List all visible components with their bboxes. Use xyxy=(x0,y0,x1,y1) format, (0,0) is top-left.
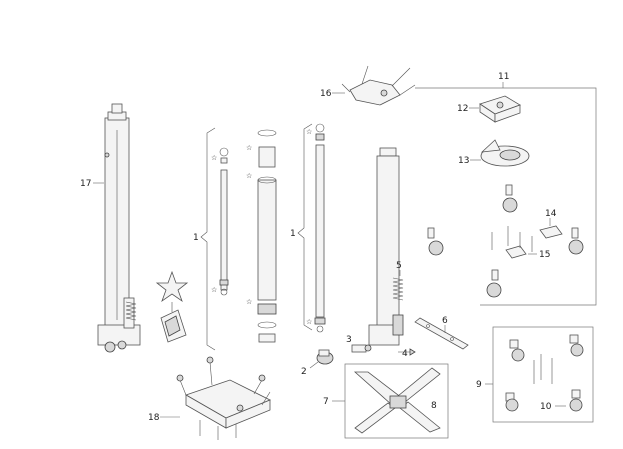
callout-16: 16 xyxy=(320,89,332,99)
bolt-pair xyxy=(533,354,553,384)
callout-5: 5 xyxy=(396,261,402,271)
callout-11: 11 xyxy=(498,72,509,82)
callout-2: 2 xyxy=(301,367,307,377)
box-11 xyxy=(415,87,597,306)
group-1-bracket-right xyxy=(297,123,313,331)
svg-text:☆: ☆ xyxy=(246,172,252,180)
part-6-bar xyxy=(414,317,469,350)
part-16-head xyxy=(341,65,416,106)
callout-17: 17 xyxy=(80,179,91,189)
callout-1a: 1 xyxy=(193,233,199,243)
caster-icon xyxy=(569,334,584,357)
caster-icon xyxy=(486,269,502,298)
svg-text:☆: ☆ xyxy=(211,154,217,162)
callout-8: 8 xyxy=(431,401,437,411)
callout-3: 3 xyxy=(346,335,352,345)
bracket-plate xyxy=(160,302,187,343)
callout-14: 14 xyxy=(545,209,557,219)
callout-4: 4 xyxy=(402,349,408,359)
svg-text:☆: ☆ xyxy=(211,286,217,294)
svg-text:☆: ☆ xyxy=(246,298,252,306)
svg-text:☆: ☆ xyxy=(306,318,312,326)
svg-text:☆: ☆ xyxy=(246,144,252,152)
thin-rod-right: ☆ ☆ xyxy=(306,123,326,333)
callout-18: 18 xyxy=(148,413,160,423)
caster-icon xyxy=(505,392,519,412)
callout-9: 9 xyxy=(476,380,482,390)
group-1-bracket-left xyxy=(200,127,216,351)
svg-text:☆: ☆ xyxy=(306,128,312,136)
part-13-mount xyxy=(480,139,530,167)
callout-10: 10 xyxy=(540,402,552,412)
part-2-knob xyxy=(316,349,334,365)
caster-icon xyxy=(502,184,518,213)
box-9-10 xyxy=(492,326,594,423)
caster-icon xyxy=(569,389,583,412)
callout-7: 7 xyxy=(323,397,329,407)
part-17-column xyxy=(97,103,141,353)
part-15-bolts xyxy=(491,226,533,252)
caster-icon xyxy=(427,227,444,256)
star-icon xyxy=(155,270,189,303)
callout-13: 13 xyxy=(458,156,469,166)
thin-rod-left: ☆ ☆ xyxy=(211,147,229,296)
part-3-screw xyxy=(351,344,372,353)
part-5-spring xyxy=(392,277,404,301)
part-7-8-x-base xyxy=(353,367,441,434)
part-12-block xyxy=(479,95,521,123)
callout-6: 6 xyxy=(442,316,448,326)
wide-tube: ☆ ☆ ☆ xyxy=(246,129,277,343)
part-18-base-plate xyxy=(176,356,271,440)
caster-icon xyxy=(568,227,584,255)
callout-12: 12 xyxy=(457,104,468,114)
callout-15: 15 xyxy=(539,250,550,260)
part-14-pads xyxy=(505,225,563,259)
center-column xyxy=(368,147,404,346)
callout-1b: 1 xyxy=(290,229,296,239)
caster-icon xyxy=(509,339,525,362)
